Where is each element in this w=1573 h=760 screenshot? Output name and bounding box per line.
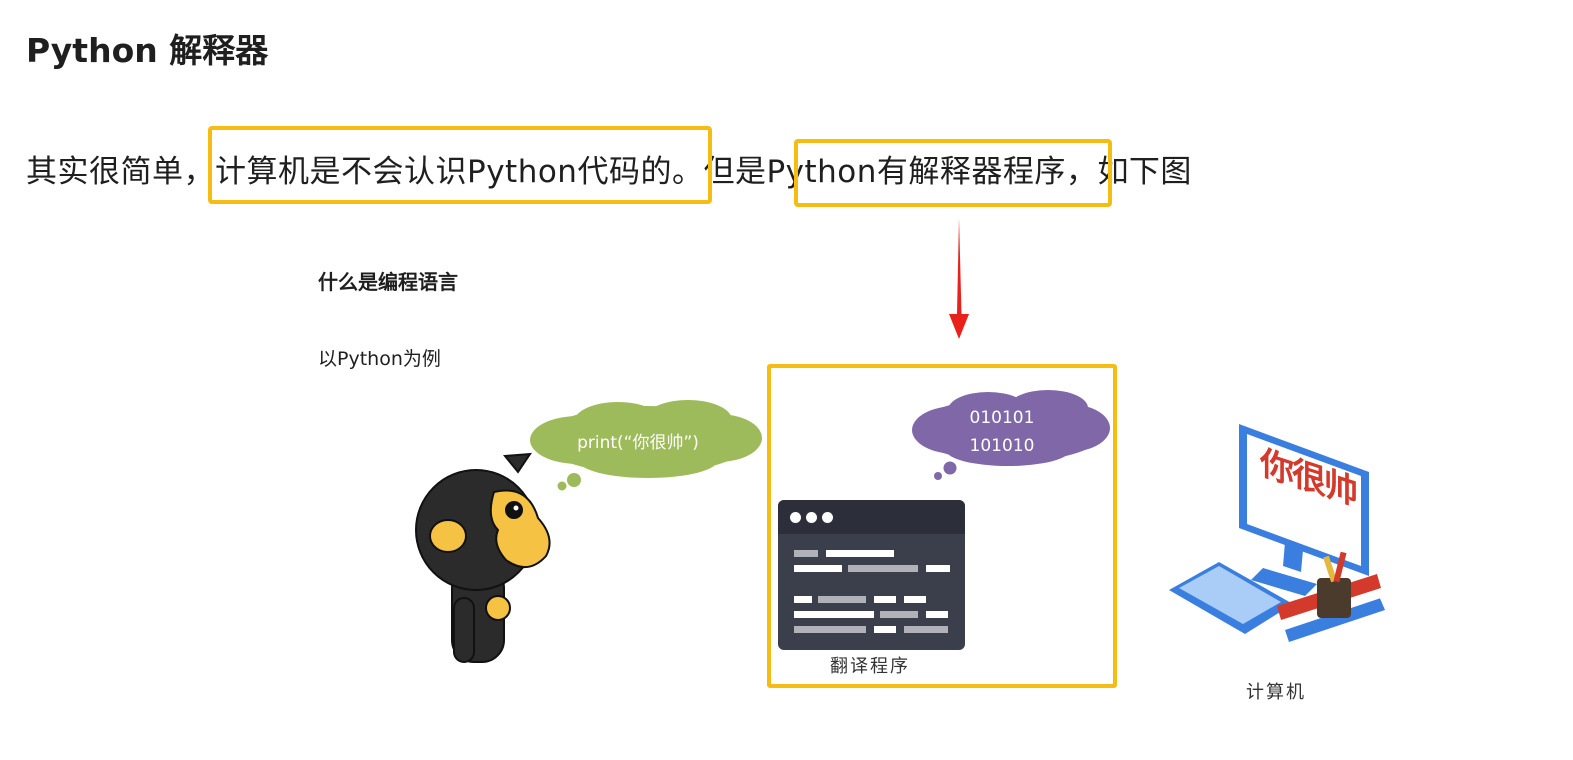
code-line	[794, 565, 842, 572]
red-arrow-icon	[949, 218, 969, 339]
code-line	[926, 611, 948, 618]
figure-subtitle: 以Python为例	[318, 348, 441, 370]
code-line	[926, 565, 950, 572]
binary-line-2: 101010	[969, 436, 1035, 456]
figure-title: 什么是编程语言	[318, 270, 458, 294]
highlight-box-translator	[767, 364, 1117, 688]
computer-label: 计算机	[1246, 682, 1306, 703]
window-dot-icon	[790, 512, 801, 523]
code-line	[874, 596, 896, 603]
para-part-4: Python有解释器程序，	[766, 154, 1098, 190]
code-line	[794, 550, 818, 557]
para-part-1: 其实很简单，	[26, 154, 215, 190]
purple-thought-bubble	[912, 390, 1110, 480]
code-line	[794, 611, 874, 618]
code-line	[826, 550, 894, 557]
intro-paragraph: 其实很简单，计算机是不会认识Python代码的。但是Python有解释器程序，如…	[26, 146, 1192, 191]
code-line	[880, 611, 918, 618]
translator-label: 翻译程序	[830, 656, 910, 677]
para-part-2: 计算机是不会认识Python代码的。	[215, 154, 704, 190]
code-line	[874, 626, 896, 633]
page-heading: Python 解释器	[26, 31, 269, 70]
computer-illustration-icon	[1169, 424, 1385, 642]
window-dot-icon	[806, 512, 817, 523]
para-part-5: 如下图	[1097, 154, 1192, 190]
code-line	[794, 626, 866, 633]
monkey-mascot-icon	[415, 452, 551, 663]
window-dot-icon	[822, 512, 833, 523]
highlight-box-interpreter	[794, 139, 1112, 207]
code-line	[818, 596, 866, 603]
terminal-title-bar	[778, 500, 965, 534]
binary-output: 010101 101010	[942, 404, 1062, 460]
code-line	[904, 626, 948, 633]
para-part-3: 但是	[703, 154, 767, 190]
code-line	[848, 565, 918, 572]
highlight-box-computer	[208, 126, 712, 204]
green-thought-bubble	[530, 400, 762, 491]
speech-bubble-text: print(“你很帅”)	[577, 433, 699, 453]
binary-line-1: 010101	[969, 408, 1035, 428]
code-line	[794, 596, 812, 603]
terminal-window-illustration	[778, 500, 965, 650]
code-line	[904, 596, 926, 603]
